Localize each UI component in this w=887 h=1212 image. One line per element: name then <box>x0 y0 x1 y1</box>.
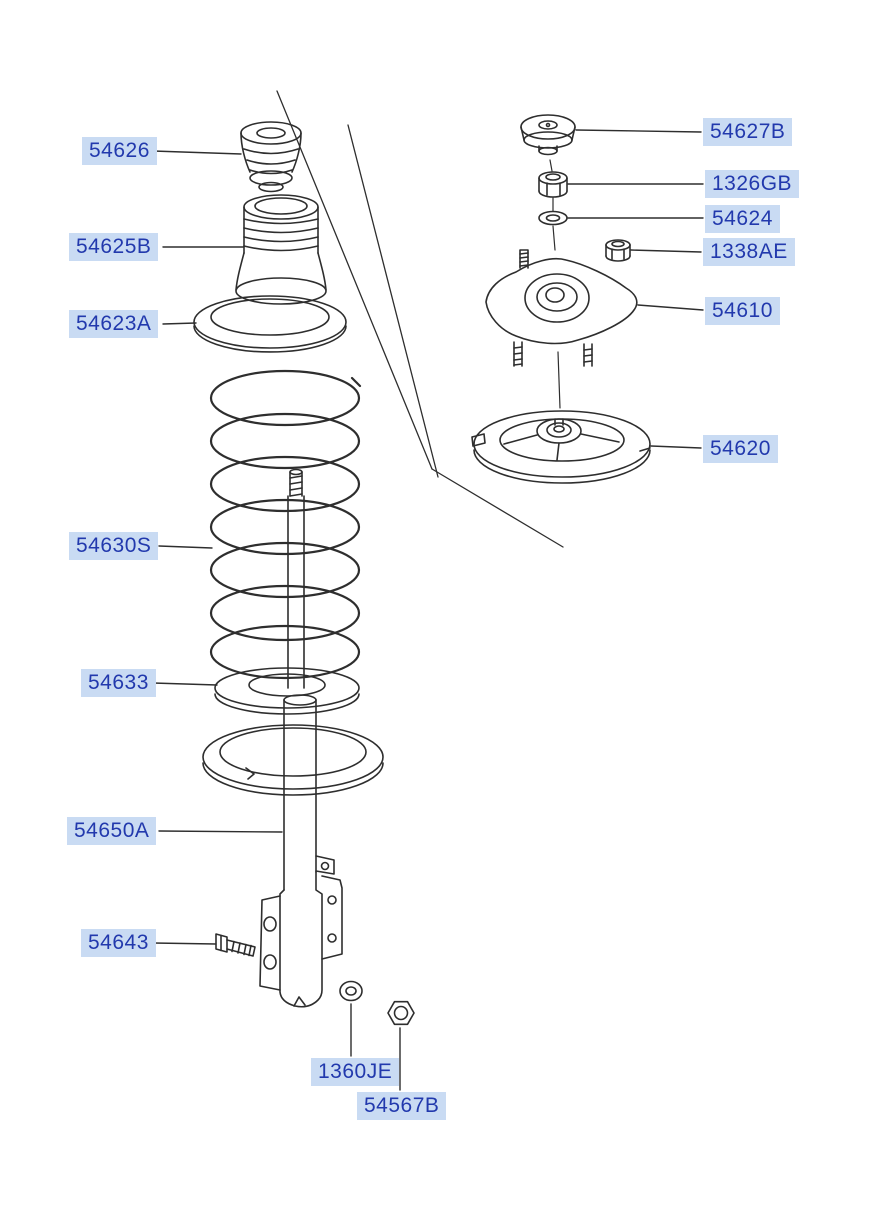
part-label-54627B[interactable]: 54627B <box>703 118 793 146</box>
upper-spring-seat-drawing <box>193 295 347 353</box>
part-label-54626[interactable]: 54626 <box>82 137 157 165</box>
part-label-54643[interactable]: 54643 <box>81 929 156 957</box>
part-label-54625B[interactable]: 54625B <box>69 233 159 261</box>
part-label-54623A[interactable]: 54623A <box>69 310 159 338</box>
part-label-54567B[interactable]: 54567B <box>357 1092 447 1120</box>
part-label-54610[interactable]: 54610 <box>705 297 780 325</box>
part-label-54650A[interactable]: 54650A <box>67 817 157 845</box>
strut-assembly-drawing <box>202 694 384 1008</box>
strut-bumper-cap-drawing <box>240 121 302 193</box>
spring-seat-plate-drawing <box>471 410 651 484</box>
dust-cover-drawing <box>235 194 327 305</box>
piston-rod-drawing <box>287 468 305 689</box>
centerline-segments <box>549 159 561 409</box>
part-label-54630S[interactable]: 54630S <box>69 532 159 560</box>
mount-washer-drawing <box>538 210 568 226</box>
assembly-axis-lines <box>276 90 564 548</box>
lock-nut-drawing <box>538 171 568 198</box>
part-label-54633[interactable]: 54633 <box>81 669 156 697</box>
part-label-54624[interactable]: 54624 <box>705 205 780 233</box>
small-nut-drawing <box>387 1000 415 1026</box>
part-label-54620[interactable]: 54620 <box>703 435 778 463</box>
small-washer-drawing <box>339 980 363 1002</box>
flange-nut-drawing <box>605 239 631 262</box>
part-label-1338AE[interactable]: 1338AE <box>703 238 795 266</box>
leader-lines <box>152 129 704 1091</box>
lower-spring-pad-drawing <box>214 667 360 715</box>
part-label-1360JE[interactable]: 1360JE <box>311 1058 400 1086</box>
bracket-bolt-drawing <box>215 933 256 957</box>
mount-cap-drawing <box>520 114 576 156</box>
part-label-1326GB[interactable]: 1326GB <box>705 170 800 198</box>
strut-mount-drawing <box>485 249 638 367</box>
coil-spring-drawing <box>209 369 362 680</box>
